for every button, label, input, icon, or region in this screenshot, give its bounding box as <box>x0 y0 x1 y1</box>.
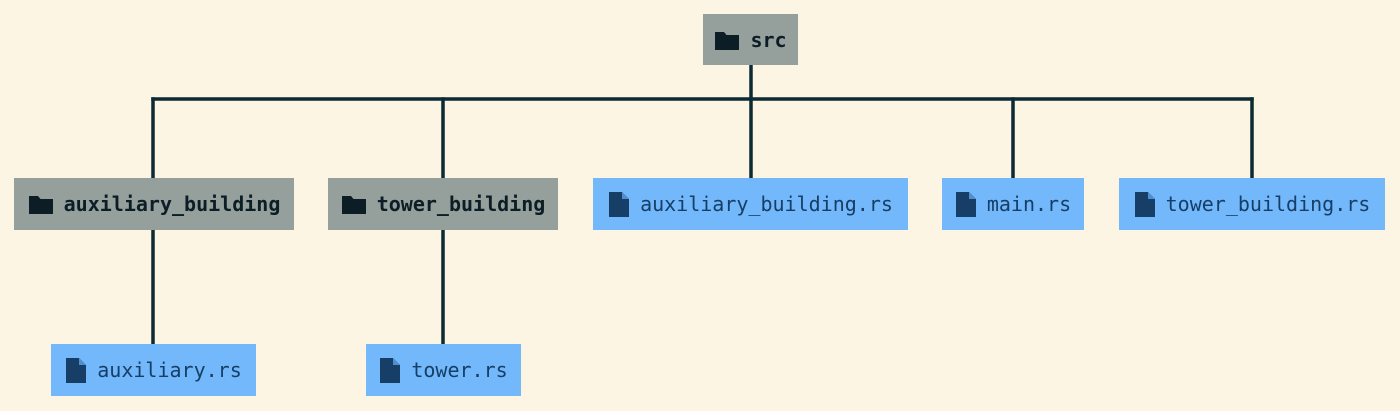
folder-node-auxiliary-building[interactable]: auxiliary_building <box>14 178 294 230</box>
node-label: auxiliary.rs <box>97 358 242 382</box>
folder-icon <box>341 193 367 215</box>
node-label: src <box>750 27 787 52</box>
file-icon <box>65 357 87 384</box>
file-icon <box>608 191 630 218</box>
node-label: tower_building <box>376 192 546 216</box>
file-node-main-rs[interactable]: main.rs <box>942 178 1084 230</box>
node-label: main.rs <box>986 192 1072 216</box>
node-label: auxiliary_building.rs <box>640 192 893 216</box>
file-node-tower-building-rs[interactable]: tower_building.rs <box>1119 178 1385 230</box>
file-icon <box>955 191 977 218</box>
node-label: tower_building.rs <box>1165 192 1371 216</box>
node-label: auxiliary_building <box>63 192 281 216</box>
file-icon <box>379 357 401 384</box>
file-node-auxiliary-building-rs[interactable]: auxiliary_building.rs <box>593 178 908 230</box>
folder-icon <box>28 193 54 215</box>
file-node-tower-rs[interactable]: tower.rs <box>366 344 521 396</box>
file-icon <box>1134 191 1156 218</box>
file-node-auxiliary-rs[interactable]: auxiliary.rs <box>51 344 256 396</box>
folder-node-src[interactable]: src <box>703 14 798 65</box>
node-label: tower.rs <box>411 358 508 382</box>
folder-node-tower-building[interactable]: tower_building <box>328 178 558 230</box>
folder-icon <box>714 29 740 51</box>
